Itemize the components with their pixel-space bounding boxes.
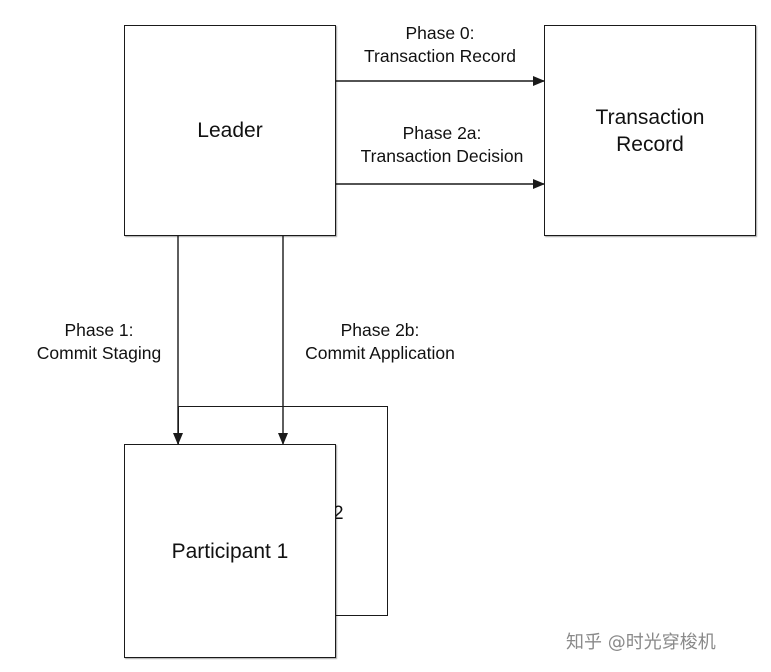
phase1-label-line1: Phase 1:: [64, 320, 134, 340]
phase2a-label: Phase 2a: Transaction Decision: [340, 122, 544, 168]
participant-1-node: Participant 1: [124, 444, 336, 658]
phase0-label-line2: Transaction Record: [363, 46, 517, 66]
leader-label: Leader: [197, 119, 263, 142]
phase1-label-line2: Commit Staging: [36, 343, 162, 363]
participant-2-label: 2: [333, 503, 344, 524]
phase0-label-line1: Phase 0:: [405, 23, 475, 43]
phase2a-label-line1: Phase 2a:: [402, 123, 482, 143]
phase2b-label-line1: Phase 2b:: [340, 320, 420, 340]
participant-1-label: Participant 1: [171, 539, 289, 563]
leader-node: Leader: [124, 25, 336, 236]
phase2a-label-line2: Transaction Decision: [360, 146, 524, 166]
transaction-record-node: Transaction Record: [544, 25, 756, 236]
transaction-record-label: Transaction Record: [595, 105, 705, 156]
phase2b-label-line2: Commit Application: [305, 343, 455, 363]
watermark: 知乎 @时光穿梭机: [566, 632, 716, 653]
phase2b-label: Phase 2b: Commit Application: [286, 319, 474, 365]
phase0-label: Phase 0: Transaction Record: [340, 22, 540, 68]
phase1-label: Phase 1: Commit Staging: [20, 319, 178, 365]
